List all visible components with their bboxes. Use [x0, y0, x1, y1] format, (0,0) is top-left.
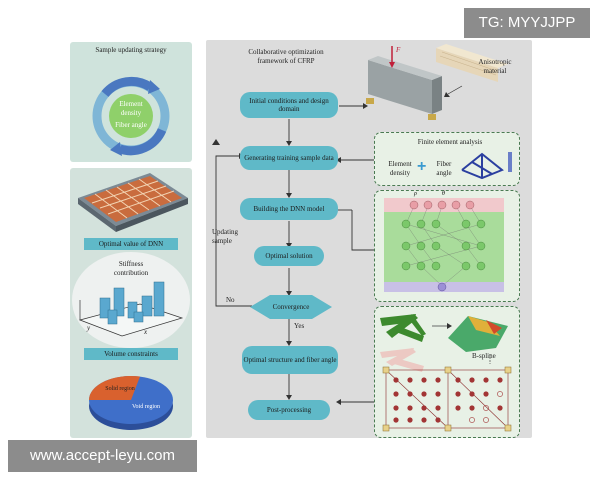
- dnn-value-panel: Optimal value of DNN Stiffness contribut…: [70, 168, 192, 438]
- axis-label-y: y: [87, 324, 91, 332]
- step-convergence-diamond: [250, 295, 332, 319]
- step-optimal-structure: Optimal structure and fiber angle: [242, 346, 338, 374]
- flow-arrow-icon: [286, 193, 292, 198]
- step-generating-samples: Generating training sample data: [240, 146, 338, 170]
- cycle-arrowhead-icon: [148, 80, 160, 94]
- no-label: No: [226, 296, 235, 304]
- grid-plate-illustration: [78, 173, 188, 232]
- watermark-bottom: www.accept-leyu.com: [8, 440, 197, 472]
- stiffness-bar-chart: [78, 281, 184, 337]
- flow-arrow-icon: [363, 103, 368, 109]
- strategy-panel: Sample updating strategy Element density…: [70, 42, 192, 162]
- dnn-input-rho: ρ: [414, 191, 417, 197]
- force-arrow-icon: [389, 62, 395, 68]
- flow-arrow-icon: [286, 395, 292, 400]
- dnn-value-label: Optimal value of DNN: [84, 238, 178, 250]
- bspline-illustration: [380, 314, 512, 432]
- flow-arrow-icon: [286, 291, 292, 296]
- flow-arrow-icon: [286, 341, 292, 346]
- yes-label: Yes: [294, 322, 305, 330]
- bspline-label: B-spline: [472, 352, 496, 360]
- updating-sample-label: Updating sample: [212, 228, 239, 245]
- flow-arrow-icon: [286, 243, 292, 248]
- strategy-title: Sample updating strategy: [95, 46, 167, 54]
- cycle-label-density: Element density: [119, 100, 143, 117]
- pie-label-solid: Solid region: [105, 386, 135, 392]
- fea-density-label: Element density: [388, 160, 412, 177]
- flow-arrow-icon: [336, 399, 341, 405]
- stiffness-label: Stiffness contribution: [113, 260, 149, 277]
- axis-label-x: x: [144, 328, 148, 336]
- pie-label-void: Void region: [131, 404, 161, 410]
- cycle-label-angle: Fiber angle: [115, 121, 147, 129]
- update-cycle-diagram: [92, 76, 170, 156]
- volume-pie-chart: [88, 375, 173, 430]
- flow-arrow-icon: [286, 141, 292, 146]
- dnn-input-theta: θ: [442, 191, 445, 197]
- fea-plus-icon: +: [417, 158, 427, 175]
- step-post-processing: Post-processing: [248, 400, 330, 420]
- flow-arrow-icon: [212, 139, 220, 145]
- force-label: F: [396, 46, 401, 54]
- beam-structure-illustration: [366, 44, 508, 120]
- fea-mesh-illustration: [461, 152, 512, 180]
- volume-constraints-label: Volume constraints: [84, 348, 178, 360]
- watermark-top: TG: MYYJJPP: [464, 8, 590, 38]
- step-initial-conditions: Initial conditions and design domain: [240, 92, 338, 118]
- cycle-arrowhead-icon: [110, 142, 122, 156]
- fea-box: [374, 132, 520, 186]
- flow-arrow-icon: [336, 157, 341, 163]
- step-convergence: Convergence: [272, 303, 310, 311]
- dnn-network-illustration: [384, 198, 504, 292]
- fea-angle-label: Fiber angle: [436, 160, 452, 177]
- framework-title: Collaborative optimization framework of …: [248, 48, 324, 65]
- anisotropic-label: Anisotropic material: [478, 58, 512, 75]
- step-optimal-solution: Optimal solution: [254, 246, 324, 266]
- fea-title: Finite element analysis: [417, 138, 483, 146]
- step-building-dnn: Building the DNN model: [240, 198, 338, 220]
